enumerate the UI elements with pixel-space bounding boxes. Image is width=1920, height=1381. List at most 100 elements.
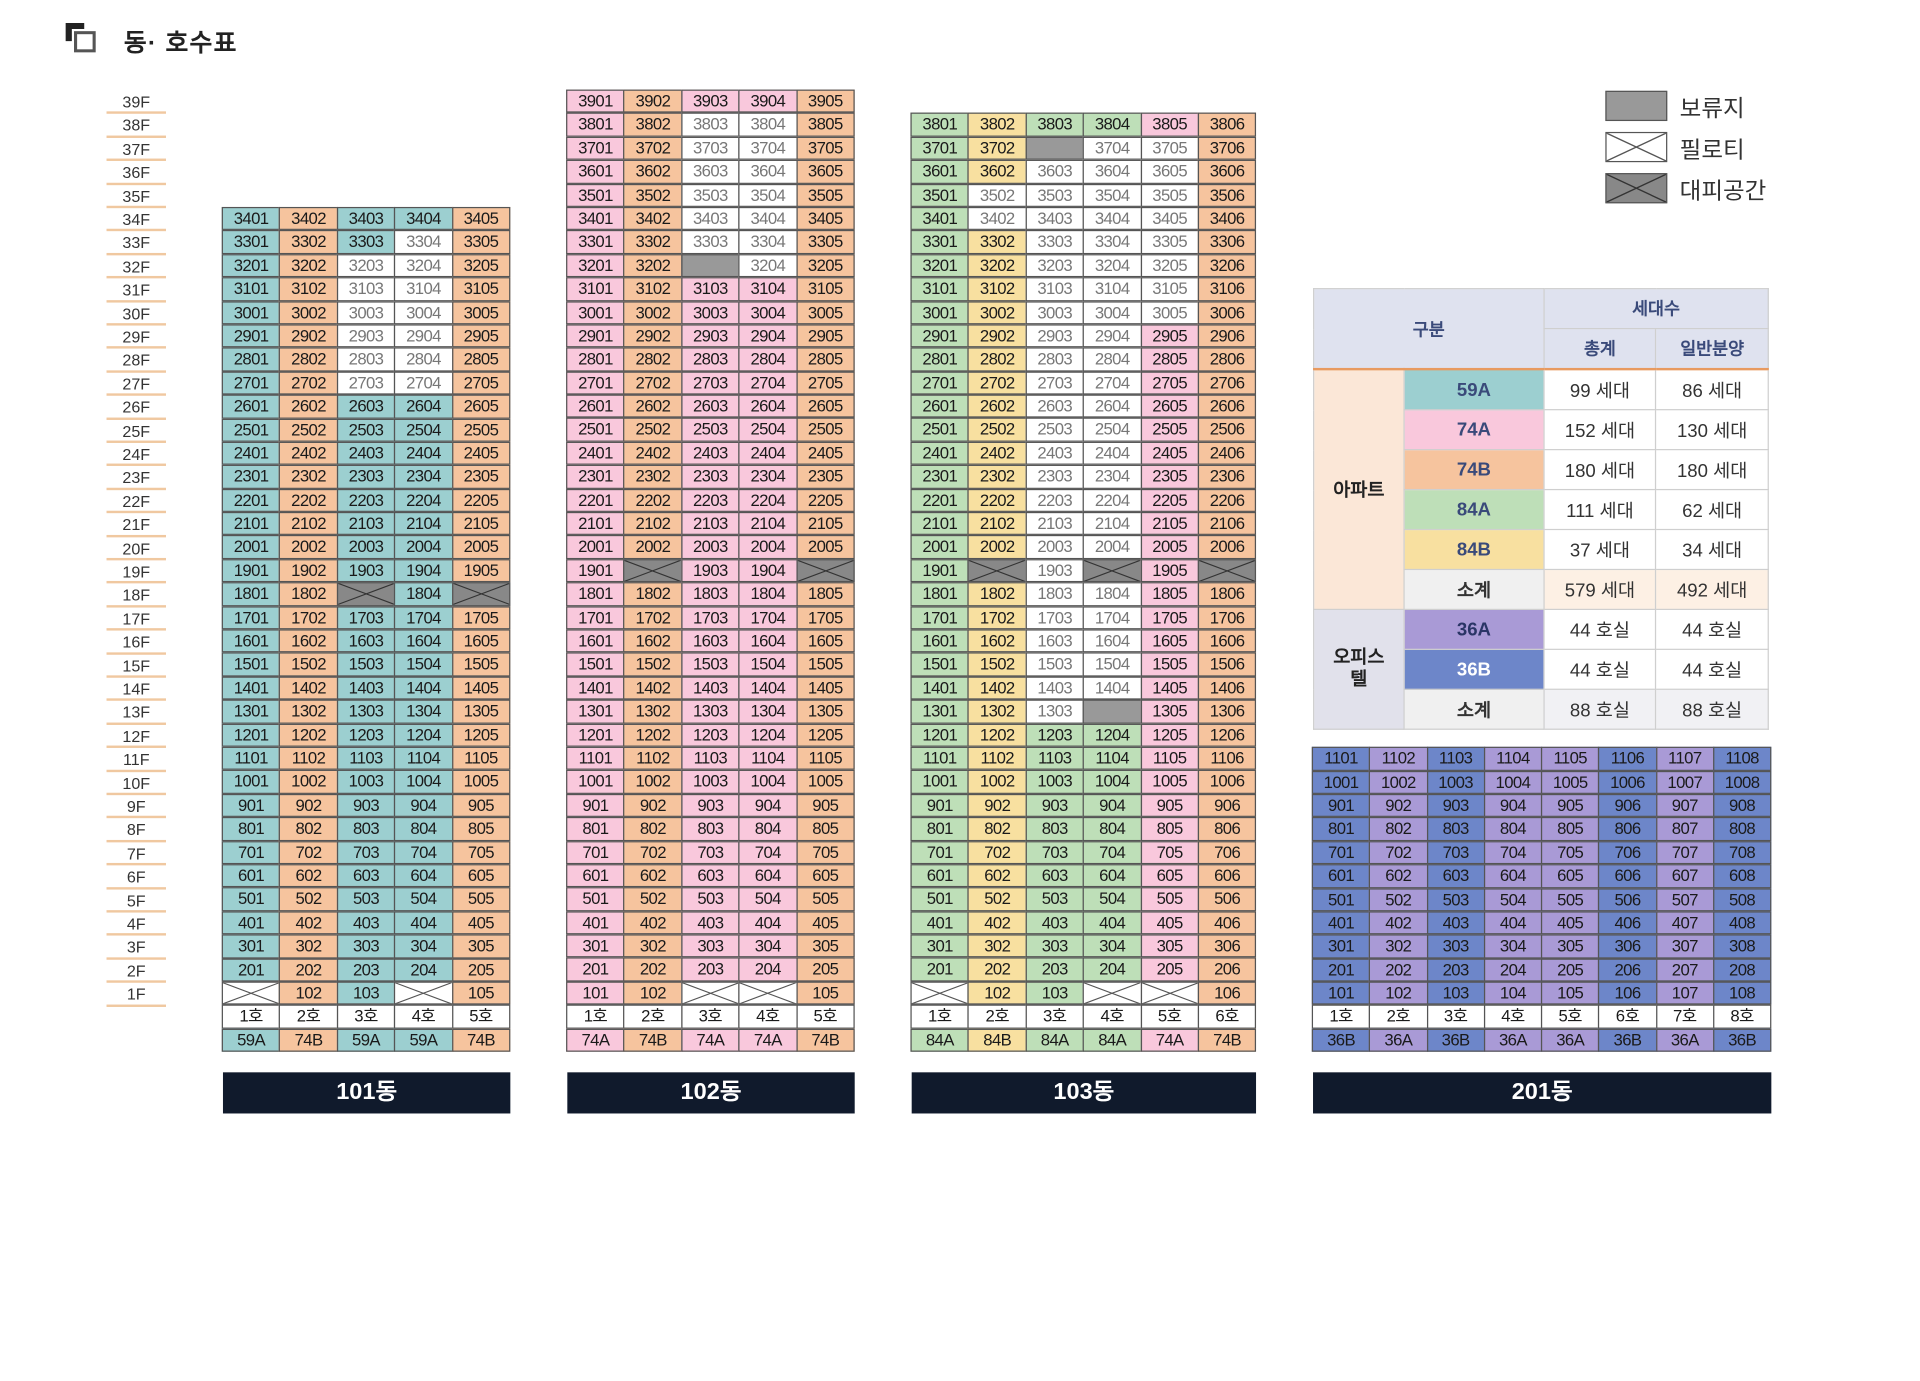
unit-cell: 301 [910,934,970,958]
unit-cell: 405 [1140,910,1200,935]
unit-cell: 3701 [566,136,625,160]
unit-cell: 3603 [681,159,740,184]
unit-cell: 2501 [566,418,625,442]
unit-cell: 205 [795,957,855,982]
unit-cell: 3502 [623,183,683,207]
unit-cell: 1106 [1598,746,1657,771]
unit-cell: 3004 [1082,300,1142,325]
unit-cell: 404 [1483,911,1543,935]
unit-cell: 3403 [336,206,396,231]
unit-cell: 905 [451,793,511,818]
unit-cell: 1702 [279,605,338,630]
unit-cell: 804 [1483,817,1543,841]
floor-label: 2F [106,960,166,983]
unit-cell: 3706 [1197,136,1257,160]
unit-cell: 3101 [221,277,281,301]
unit-cell: 1303 [336,699,396,724]
unit-cell: 1004 [1082,770,1142,794]
unit-cell: 2502 [623,418,683,442]
unit-cell: 1204 [738,723,798,747]
unit-cell: 3103 [1025,277,1085,301]
unit-cell: 3404 [738,206,798,231]
ho-cell: 6호 [1197,1004,1257,1029]
unit-cell: 2102 [623,511,683,536]
group-officetel-label: 오피스텔 [1333,647,1385,690]
unit-cell: 901 [1311,793,1371,818]
type-cell: 74A [566,1028,625,1052]
unit-cell: 1404 [1082,676,1142,700]
unit-cell: 1301 [566,699,625,724]
unit-cell: 2505 [1140,418,1200,442]
unit-cell: 305 [1540,934,1600,959]
unit-cell: 704 [394,840,453,865]
unit-cell: 2105 [451,512,511,536]
floor-label: 13F [106,701,166,725]
unit-cell: 1405 [1140,676,1200,700]
unit-cell: 2703 [1025,371,1085,395]
unit-cell: 502 [967,887,1027,911]
unit-cell: 3001 [566,300,625,325]
total-cell: 37 세대 [1543,528,1657,571]
col-category-header: 구분 [1313,288,1545,371]
unit-cell: 702 [1369,840,1428,865]
type-cell: 36B [1311,1028,1371,1053]
unit-cell: 1005 [1540,770,1600,794]
subtotal-general: 492 세대 [1655,568,1769,610]
unit-cell: 2204 [1082,488,1142,512]
unit-cell: 602 [279,864,338,888]
unit-cell: 3504 [1082,183,1142,207]
unit-cell: 1703 [336,605,396,630]
unit-cell: 2405 [1140,441,1200,466]
unit-cell: 2002 [623,535,683,559]
unit-cell: 2403 [1025,441,1085,466]
unit-cell: 1903 [1025,558,1085,583]
unit-cell: 3803 [681,113,740,137]
unit-cell: 1802 [623,582,683,606]
legend-hold-swatch [1605,90,1668,122]
unit-cell: 304 [1483,934,1543,959]
unit-cell: 405 [1540,911,1600,935]
unit-cell: 2802 [279,347,338,372]
unit-cell: 1503 [1025,652,1085,677]
unit-cell: 3506 [1197,183,1257,207]
unit-cell: 1406 [1197,676,1257,700]
ho-cell: 2호 [623,1004,683,1029]
unit-cell: 605 [1140,864,1200,888]
unit-cell: 3406 [1197,206,1257,231]
unit-cell: 2703 [336,371,396,395]
building-label-103: 103동 [911,1072,1257,1114]
ho-cell: 1호 [566,1004,625,1029]
unit-cell: 303 [681,934,740,958]
unit-cell: 1803 [1025,582,1085,606]
ho-cell: 8호 [1712,1005,1772,1029]
unit-cell [681,253,740,278]
unit-cell: 1102 [279,746,338,771]
unit-cell: 2805 [1140,347,1200,372]
unit-cell: 3101 [566,277,625,301]
unit-cell: 2002 [967,535,1027,559]
unit-cell [336,582,396,606]
unit-cell: 1001 [221,770,281,794]
unit-cell: 2505 [451,418,511,442]
unit-cell [1140,981,1200,1005]
unit-cell: 2601 [566,394,625,419]
unit-cell: 2205 [1140,488,1200,512]
unit-cell: 2902 [279,324,338,348]
unit-cell: 2704 [394,371,453,395]
type-cell: 84A [1403,488,1545,531]
unit-cell: 604 [738,864,798,888]
unit-cell: 107 [1655,981,1715,1006]
unit-cell: 2301 [566,465,625,489]
